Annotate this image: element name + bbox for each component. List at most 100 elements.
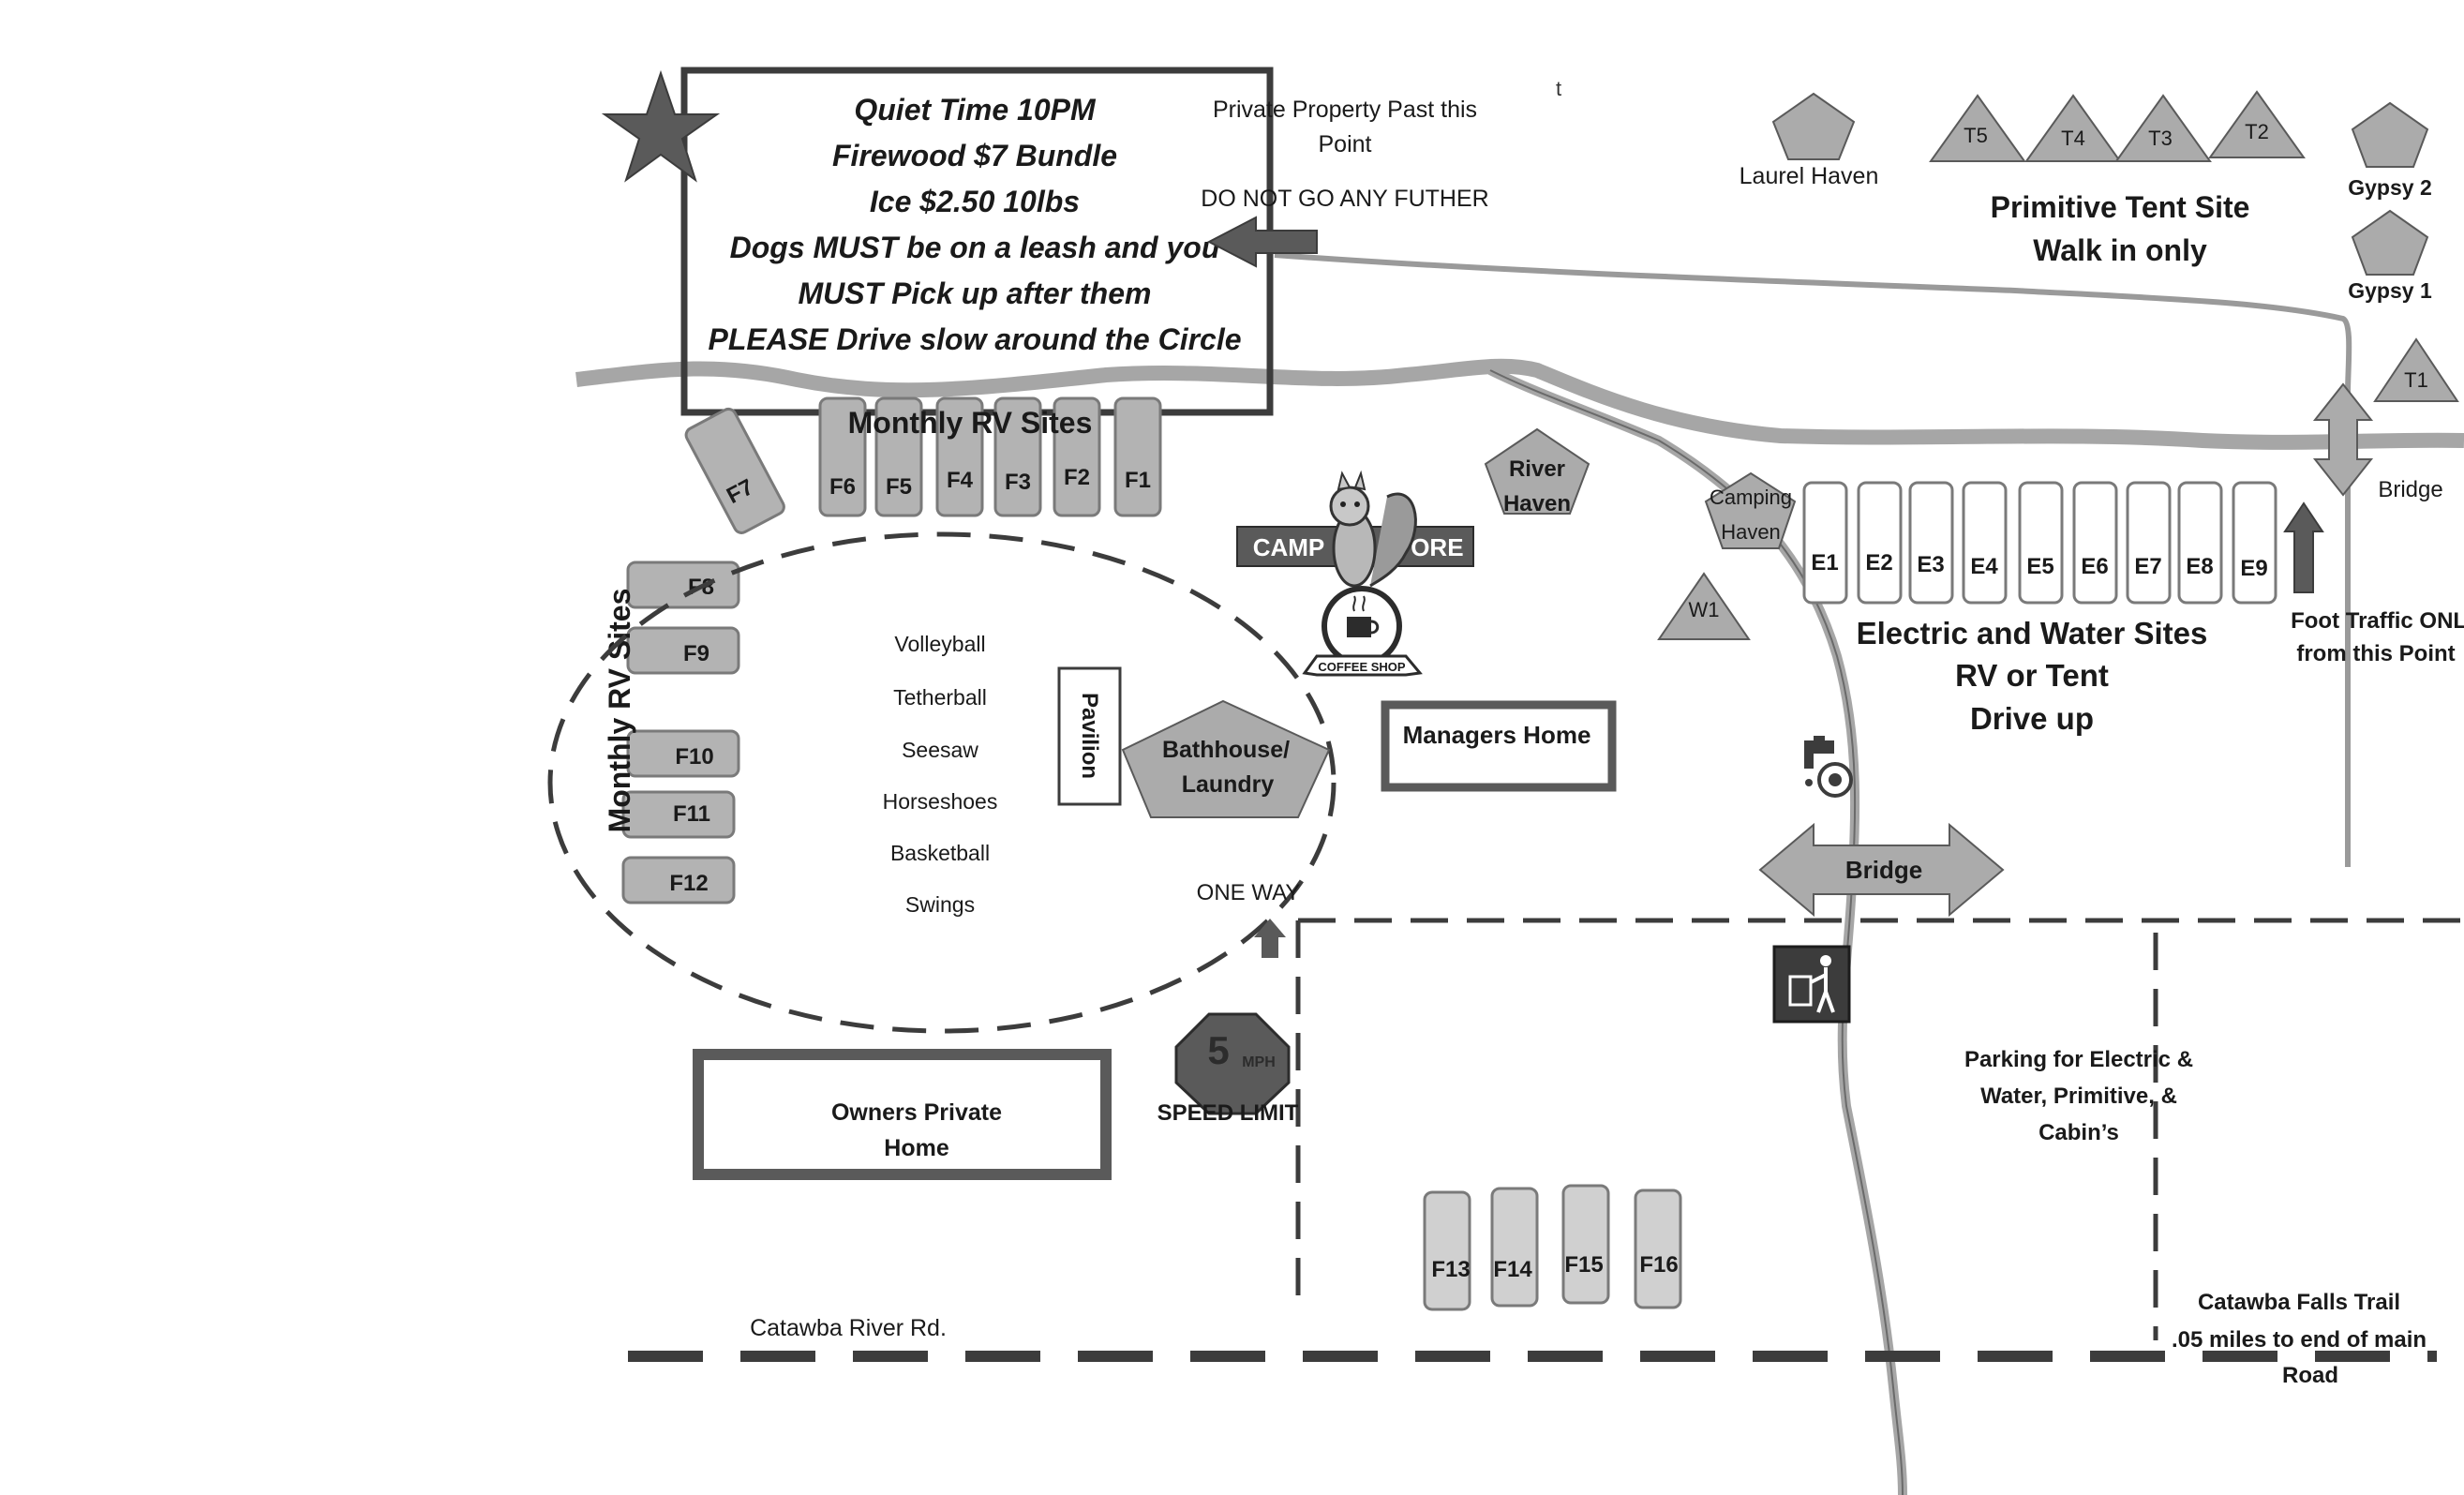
bathhouse-label-1: Bathhouse/ [1162,737,1290,763]
bridge-vertical [2312,382,2374,497]
cabin-camping-haven [1704,471,1797,549]
site-e1-label: E1 [1811,550,1838,576]
site-f15-label: F15 [1564,1252,1603,1278]
tent-site-w1 [1657,572,1751,640]
tent-site-t1-label: T1 [2404,368,2428,392]
river-upper [575,358,2464,450]
trail-line-2: .05 miles to end of main [2172,1327,2427,1353]
site-f15 [1561,1184,1610,1305]
bathhouse [1121,699,1331,818]
site-f13 [1423,1190,1471,1311]
rules-line-3: Ice $2.50 10lbs [870,185,1080,218]
site-f9 [626,626,740,675]
site-f3-label: F3 [1005,470,1031,495]
activity-basketball: Basketball [890,841,990,865]
site-f8 [626,561,740,609]
tent-site-t4 [2024,94,2122,162]
cabin-laurel-haven [1771,92,1856,160]
stray-mark: t [1556,77,1561,100]
site-f7 [684,407,785,534]
site-e3 [1908,481,1954,605]
cabin-river-haven-label-1: River [1509,456,1565,482]
site-e4 [1962,481,2008,605]
cabin-gypsy-1-label: Gypsy 1 [2348,278,2432,303]
owners-home [693,1049,1112,1180]
rules-line-6: PLEASE Drive slow around the Circle [708,322,1241,356]
site-f6-label: F6 [829,474,856,500]
site-e6-label: E6 [2081,554,2108,579]
trash-can-icon [1772,945,1851,1024]
activity-tetherball: Tetherball [893,685,987,710]
rules-lines: Quiet Time 10PM Firewood $7 Bundle Ice $… [708,93,1241,356]
cabin-gypsy-1 [2351,209,2429,276]
f-sites-top: F6 F5 F4 F3 F2 F1 [818,396,1162,517]
arrow-left-icon [1206,216,1318,268]
site-e9-label: E9 [2240,556,2267,581]
pavilion-label: Pavilion [1077,693,1102,779]
site-e2-label: E2 [1865,550,1892,576]
bathhouse-label-2: Laundry [1182,771,1275,798]
cabin-river-haven-label-2: Haven [1503,491,1571,516]
tent-site-t1 [2373,337,2459,402]
site-f1-label: F1 [1125,468,1151,493]
one-way-label: ONE WAY [1197,880,1301,905]
parking-line-1: Parking for Electric & [1964,1047,2193,1072]
site-f1 [1113,396,1162,517]
cabin-gypsy-2 [2351,101,2429,168]
activity-seesaw: Seesaw [902,738,978,762]
trail-line-1: Catawba Falls Trail [2198,1290,2400,1315]
site-f16-label: F16 [1639,1252,1678,1278]
bridge-horizontal [1758,822,2005,918]
managers-home-label: Managers Home [1403,721,1591,749]
tent-site-t4-label: T4 [2061,127,2085,150]
site-f13-label: F13 [1431,1257,1470,1282]
e-sites: E1 E2 E3 E4 E5 E6 E7 E8 E9 [1802,481,2277,605]
site-e7-label: E7 [2134,554,2161,579]
speed-limit-label: SPEED LIMIT [1157,1100,1299,1126]
parking-label: Parking for Electric & Water, Primitive,… [1964,1047,2193,1145]
tent-site-t3-label: T3 [2148,127,2173,150]
f-sites-side: F8 F9 F10 F11 F12 [621,561,740,904]
private-property-notice: Private Property Past this Point DO NOT … [1201,97,1488,212]
tent-site-t5 [1929,94,2026,162]
site-f16 [1634,1189,1682,1309]
rules-line-4: Dogs MUST be on a leash and you [730,231,1220,264]
foot-traffic-line-1: Foot Traffic ONLY [2291,608,2464,634]
site-f6 [818,396,867,517]
coffee-shop-sign: COFFEE SHOP [1302,586,1423,677]
site-f11-label: F11 [673,801,710,827]
star-icon [601,69,721,183]
site-e8-label: E8 [2186,554,2213,579]
activity-horseshoes: Horseshoes [883,789,998,814]
cabin-camping-haven-label-2: Haven [1721,520,1781,544]
private-property-line-2: Point [1319,131,1372,157]
site-f5 [874,396,923,517]
camp-store-sign: CAMP STORE [1236,470,1474,588]
site-e8 [2177,481,2223,605]
foot-traffic-line-2: from this Point [2296,641,2455,666]
site-e5-label: E5 [2026,554,2053,579]
tent-site-t2 [2208,90,2306,158]
path-private-road [1274,252,2352,395]
water-spigot-icon [1804,736,1853,798]
tent-site-t3 [2114,94,2212,162]
managers-home [1381,700,1617,792]
pavilion [1057,666,1122,806]
site-f12-label: F12 [669,871,708,896]
site-e9 [2232,481,2277,605]
site-f3 [993,396,1042,517]
owners-home-label-1: Owners Private [831,1099,1002,1126]
site-e2 [1857,481,1903,605]
squirrel-icon [1329,470,1417,588]
site-e5 [2018,481,2064,605]
activity-loop [547,531,1337,1034]
trail-line-3: Road [2282,1363,2338,1388]
tent-site-t2-label: T2 [2245,120,2269,143]
activities-list: Volleyball Tetherball Seesaw Horseshoes … [883,632,998,917]
site-f14-label: F14 [1493,1257,1532,1282]
site-f11 [621,790,736,839]
bridge-top-label: Bridge [2378,477,2442,502]
site-e7 [2126,481,2172,605]
site-e1 [1802,481,1848,605]
